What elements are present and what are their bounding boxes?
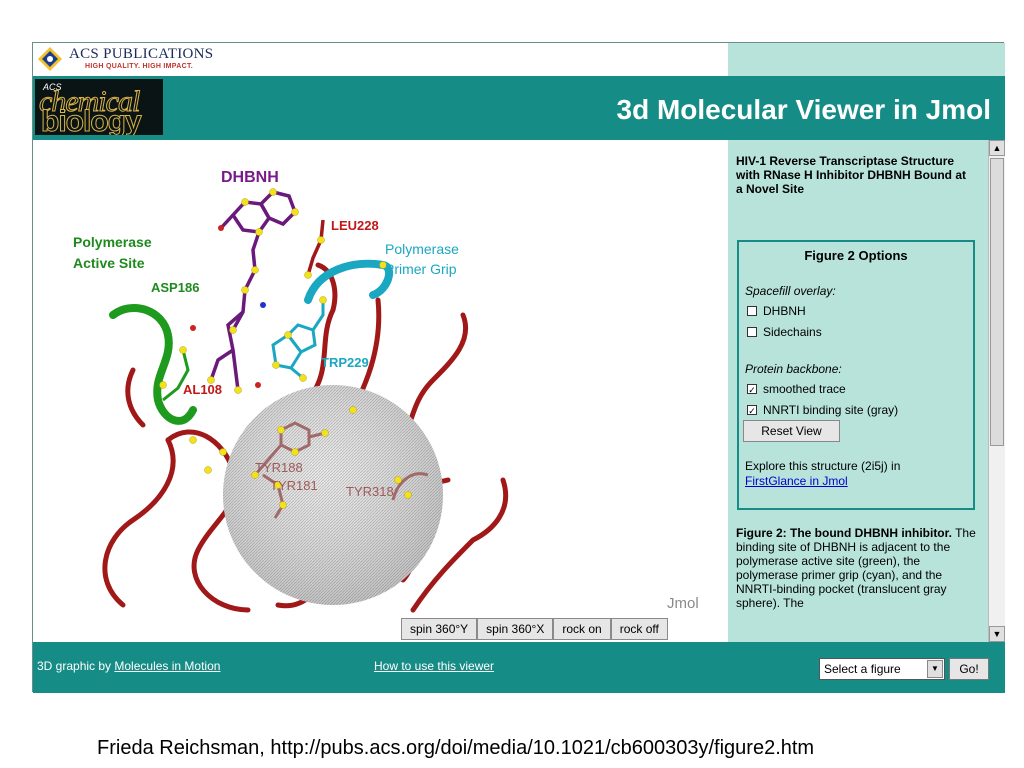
viewer-page-frame: ACS PUBLICATIONS HIGH QUALITY. HIGH IMPA… xyxy=(32,42,1005,693)
scroll-up-icon[interactable]: ▲ xyxy=(989,140,1005,156)
side-panel: HIV-1 Reverse Transcriptase Structure wi… xyxy=(728,140,988,642)
reset-view-button[interactable]: Reset View xyxy=(743,420,840,442)
credit-prefix: 3D graphic by xyxy=(37,659,112,673)
publisher-tagline: HIGH QUALITY. HIGH IMPACT. xyxy=(85,63,194,70)
description-body: The binding site of DHBNH is adjacent to… xyxy=(736,526,976,610)
spacefill-dhbnh-checkbox[interactable] xyxy=(747,306,757,316)
heteroatoms xyxy=(190,225,266,388)
structure-title: HIV-1 Reverse Transcriptase Structure wi… xyxy=(736,154,966,196)
graphic-credit: 3D graphic by Molecules in Motion xyxy=(37,659,220,673)
atom-spheres xyxy=(159,188,412,509)
page-header: ACS chemical biology 3d Molecular Viewer… xyxy=(33,76,1005,140)
source-citation: Frieda Reichsman, http://pubs.acs.org/do… xyxy=(97,737,815,759)
figure-select-value: Select a figure xyxy=(824,662,901,676)
journal-logo-line1: chemical xyxy=(38,85,140,119)
active-site-ribbon xyxy=(109,303,197,425)
options-heading: Figure 2 Options xyxy=(804,248,908,263)
label-dhbnh: DHBNH xyxy=(221,169,279,186)
firstglance-link[interactable]: FirstGlance in Jmol xyxy=(745,474,848,488)
label-tyr181: TYR181 xyxy=(270,478,318,493)
label-tyr188: TYR188 xyxy=(255,460,303,475)
rock-off-button[interactable]: rock off xyxy=(610,618,668,640)
nnrti-site-option[interactable]: ✓ NNRTI binding site (gray) xyxy=(747,403,898,417)
spin-x-button[interactable]: spin 360°X xyxy=(477,618,554,640)
label-leu228: LEU228 xyxy=(331,218,379,233)
label-val108: AL108 xyxy=(183,382,222,397)
viewer-controls: spin 360°Y spin 360°X rock on rock off xyxy=(401,618,668,640)
journal-logo: ACS chemical biology xyxy=(35,79,163,135)
label-asp186: ASP186 xyxy=(151,280,199,295)
acs-logo-icon xyxy=(38,47,62,71)
page-title: 3d Molecular Viewer in Jmol xyxy=(616,94,992,125)
leu228-sidechain xyxy=(306,219,325,276)
page-footer: 3D graphic by Molecules in Motion How to… xyxy=(33,642,1005,693)
publisher-bar: ACS PUBLICATIONS HIGH QUALITY. HIGH IMPA… xyxy=(33,43,728,76)
asp186-sidechain xyxy=(162,349,190,402)
trp229-sidechain xyxy=(271,300,325,380)
dhbnh-ligand xyxy=(209,190,298,391)
how-to-use-link[interactable]: How to use this viewer xyxy=(374,659,495,673)
description-heading: Figure 2: The bound DHBNH inhibitor. xyxy=(736,526,952,540)
spacefill-sidechains-option[interactable]: Sidechains xyxy=(747,325,822,339)
publisher-bar-filler xyxy=(728,43,1005,76)
nnrti-site-label: NNRTI binding site (gray) xyxy=(763,403,899,417)
journal-logo-line2: biology xyxy=(41,105,143,136)
nnrti-site-checkbox[interactable]: ✓ xyxy=(747,405,757,416)
explore-prefix: Explore this structure (2i5j) in xyxy=(745,459,901,473)
spacefill-label: Spacefill overlay: xyxy=(745,284,836,298)
label-primer-grip-1: Polymerase xyxy=(385,241,459,257)
scroll-thumb[interactable] xyxy=(990,158,1004,446)
explore-text: Explore this structure (2i5j) in FirstGl… xyxy=(745,459,965,489)
jmol-watermark: Jmol xyxy=(667,595,699,612)
spacefill-dhbnh-option[interactable]: DHBNH xyxy=(747,304,806,318)
nnrti-pocket-shading xyxy=(223,385,443,605)
smoothed-trace-option[interactable]: ✓ smoothed trace xyxy=(747,382,846,396)
spacefill-sidechains-label: Sidechains xyxy=(763,325,822,339)
chevron-down-icon[interactable]: ▼ xyxy=(927,660,943,678)
spin-y-button[interactable]: spin 360°Y xyxy=(401,618,478,640)
rock-on-button[interactable]: rock on xyxy=(553,618,611,640)
figure-options-box: Figure 2 Options Spacefill overlay: DHBN… xyxy=(737,240,975,510)
jmol-viewer[interactable]: DHBNH Polymerase Active Site LEU228 Poly… xyxy=(33,140,728,642)
figure-description: Figure 2: The bound DHBNH inhibitor. The… xyxy=(736,526,980,610)
smoothed-trace-label: smoothed trace xyxy=(763,382,846,396)
primer-grip-ribbon xyxy=(304,259,394,304)
backbone-label: Protein backbone: xyxy=(745,362,842,376)
label-polymerase-active-site-2: Active Site xyxy=(73,255,145,271)
molecules-in-motion-link[interactable]: Molecules in Motion xyxy=(114,659,221,673)
spacefill-dhbnh-label: DHBNH xyxy=(763,304,806,318)
figure-select[interactable]: Select a figure ▼ xyxy=(819,658,945,680)
label-polymerase-active-site-1: Polymerase xyxy=(73,234,152,250)
smoothed-trace-checkbox[interactable]: ✓ xyxy=(747,384,757,395)
go-button[interactable]: Go! xyxy=(949,658,989,680)
label-tyr318: TYR318 xyxy=(346,484,394,499)
molecule-render[interactable]: DHBNH Polymerase Active Site LEU228 Poly… xyxy=(33,140,728,642)
journal-logo-acs: ACS xyxy=(43,82,62,92)
side-panel-scrollbar[interactable]: ▲ ▼ xyxy=(988,140,1005,642)
publisher-name: ACS PUBLICATIONS xyxy=(69,46,214,62)
spacefill-sidechains-checkbox[interactable] xyxy=(747,327,757,337)
label-trp229: TRP229 xyxy=(321,355,369,370)
scroll-down-icon[interactable]: ▼ xyxy=(989,626,1005,642)
label-primer-grip-2: Primer Grip xyxy=(385,261,457,277)
